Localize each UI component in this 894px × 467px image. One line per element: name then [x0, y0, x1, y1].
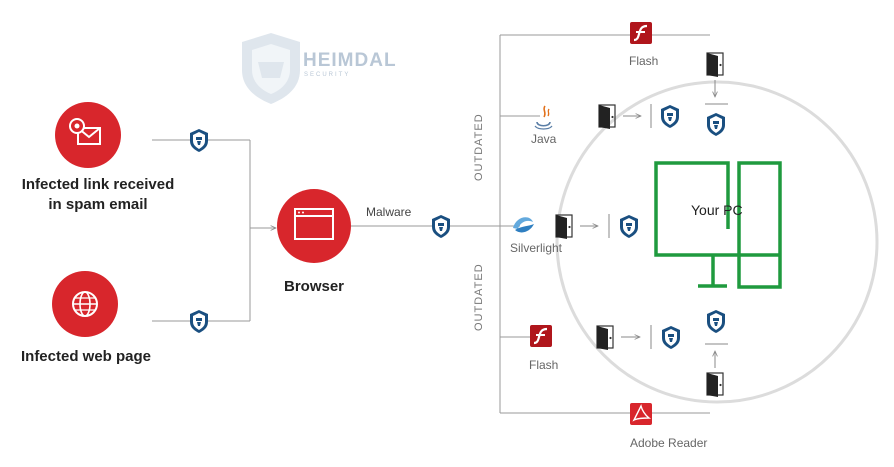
door-icon — [598, 104, 616, 130]
shield-icon — [662, 326, 680, 349]
door-icon — [596, 325, 614, 351]
malware-connector — [351, 34, 710, 414]
flash-icon — [628, 20, 654, 46]
door-icon — [706, 372, 724, 398]
spam-email-label-line2: in spam email — [48, 196, 148, 213]
flash-icon — [528, 323, 554, 349]
adobe-reader-label: Adobe Reader — [630, 436, 708, 450]
java-label: Java — [531, 132, 557, 146]
browser-label: Browser — [283, 278, 345, 295]
silverlight-icon — [513, 217, 534, 233]
brand-sub: SECURITY — [304, 72, 351, 78]
outdated-label-top: OUTDATED — [473, 113, 485, 181]
pc-perimeter-circle — [555, 80, 879, 404]
shield-icon — [620, 215, 638, 238]
shield-icon — [432, 215, 450, 238]
door-icon — [555, 214, 573, 240]
silverlight-label: Silverlight — [510, 241, 563, 255]
source-connectors — [152, 139, 276, 322]
flash-top-label: Flash — [629, 54, 659, 68]
spam-email-label-line1: Infected link received — [21, 176, 175, 193]
java-icon — [534, 105, 553, 130]
adobe-reader-icon — [630, 403, 652, 425]
web-page-label: Infected web page — [20, 348, 152, 365]
flash-bottom-label: Flash — [529, 358, 559, 372]
shield-icon — [190, 129, 208, 152]
spam-email-icon — [55, 102, 121, 168]
web-page-icon — [52, 271, 118, 337]
shield-icon — [190, 310, 208, 333]
shield-icon — [661, 105, 679, 128]
heimdal-logo — [242, 33, 300, 104]
door-icon — [706, 52, 724, 78]
your-pc-label: Your PC — [691, 202, 743, 218]
shield-icon — [707, 310, 725, 333]
spam-email-label: Infected link received in spam email — [8, 175, 188, 215]
shield-icon — [707, 113, 725, 136]
brand-name: HEIMDAL — [303, 50, 397, 71]
outdated-label-bottom: OUTDATED — [473, 263, 485, 331]
your-pc-icon — [654, 161, 782, 289]
browser-icon — [277, 189, 351, 263]
malware-label: Malware — [366, 205, 412, 219]
